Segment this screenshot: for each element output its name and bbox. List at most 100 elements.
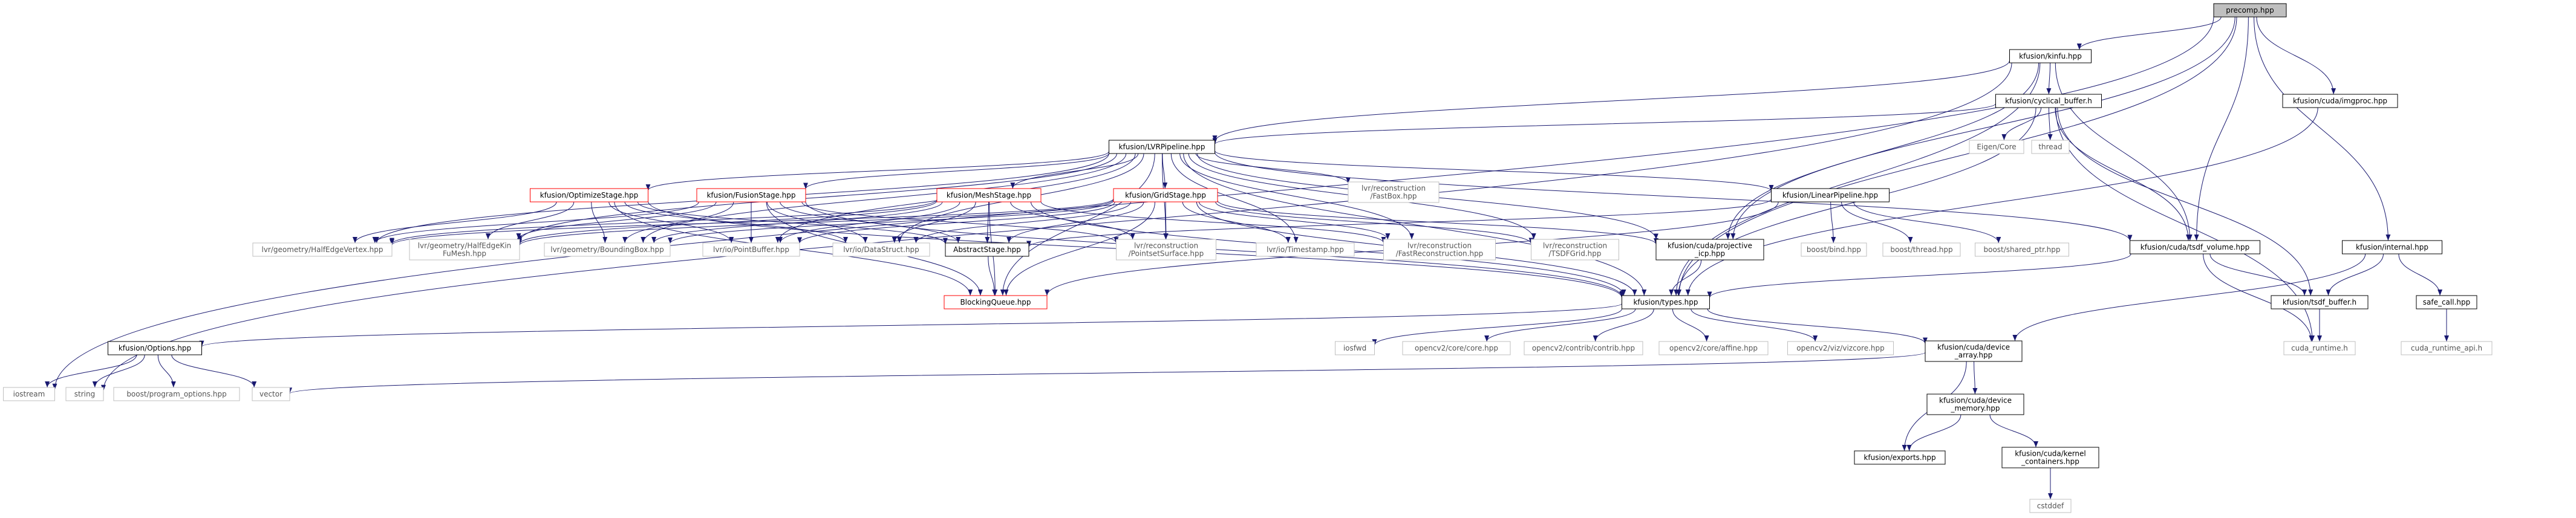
- node-label: vector: [259, 390, 282, 398]
- edge-gridstage-to-projicp: [1217, 200, 1658, 245]
- node-projicp[interactable]: kfusion/cuda/projective_icp.hpp: [1655, 239, 1764, 261]
- node-cyclical[interactable]: kfusion/cyclical_buffer.h: [1995, 94, 2102, 108]
- edge-precomp-to-iostream: [52, 16, 2214, 390]
- node-label: kfusion/cuda/tsdf_volume.hpp: [2141, 243, 2249, 251]
- edge-types-to-iosfwd: [1372, 308, 1622, 346]
- node-tsdfvol[interactable]: kfusion/cuda/tsdf_volume.hpp: [2130, 240, 2260, 254]
- node-devarray[interactable]: kfusion/cuda/device_array.hpp: [1925, 340, 2023, 362]
- edge-fusstage-to-bbox: [622, 201, 734, 244]
- edge-options-to-boostpo: [157, 354, 176, 388]
- node-label: kfusion/Options.hpp: [119, 344, 191, 352]
- node-label: lvr/io/DataStruct.hpp: [843, 245, 919, 254]
- node-kernelc[interactable]: kfusion/cuda/kernel_containers.hpp: [2001, 447, 2099, 468]
- node-boostpo: boost/program_options.hpp: [113, 387, 240, 401]
- node-timestamp: lvr/io/Timestamp.hpp: [1256, 242, 1355, 257]
- edge-devarray-to-vector: [287, 352, 1926, 394]
- edge-optstage-to-halfvertex: [352, 201, 557, 244]
- edge-internal-to-safecall: [2398, 253, 2443, 296]
- edge-optstage-to-pointbuf: [608, 201, 734, 244]
- edge-kinfu-to-types: [1674, 62, 2041, 296]
- node-cvaffine: opencv2/core/affine.hpp: [1658, 341, 1769, 355]
- node-label: lvr/geometry/HalfEdgeVertex.hpp: [262, 245, 383, 254]
- edge-lvrpipe-to-halfmesh: [517, 153, 1117, 242]
- node-label: /PointsetSurface.hpp: [1129, 250, 1204, 258]
- node-options[interactable]: kfusion/Options.hpp: [108, 341, 202, 355]
- node-box: [2031, 140, 2070, 154]
- edge-tsdfvol-to-tsdfbuf: [2209, 253, 2307, 296]
- node-label: iosfwd: [1343, 344, 1366, 352]
- node-vector: vector: [252, 387, 290, 401]
- node-box: [2009, 49, 2092, 63]
- node-box: [409, 239, 520, 261]
- edge-abstract-to-blocking: [988, 256, 997, 296]
- node-safecall[interactable]: safe_call.hpp: [2416, 295, 2477, 309]
- node-meshstage[interactable]: kfusion/MeshStage.hpp: [936, 188, 1042, 202]
- node-box: [1655, 239, 1764, 261]
- node-internal[interactable]: kfusion/internal.hpp: [2342, 240, 2442, 254]
- edge-projicp-to-types: [1669, 259, 1702, 296]
- node-exports[interactable]: kfusion/exports.hpp: [1854, 450, 1946, 465]
- node-box: [696, 188, 806, 202]
- node-imgproc[interactable]: kfusion/cuda/imgproc.hpp: [2282, 94, 2398, 108]
- node-label: iostream: [13, 390, 45, 398]
- node-box: [1995, 94, 2102, 108]
- edge-kinfu-to-lvrpipe: [1212, 60, 2010, 142]
- edge-types-to-options: [200, 303, 1622, 347]
- node-optstage[interactable]: kfusion/OptimizeStage.hpp: [530, 188, 648, 202]
- node-label: string: [74, 390, 95, 398]
- node-box: [1658, 341, 1769, 355]
- node-abstract[interactable]: AbstractStage.hpp: [945, 242, 1029, 257]
- node-bbox: lvr/geometry/BoundingBox.hpp: [544, 242, 671, 257]
- node-box: [1622, 295, 1710, 309]
- edge-precomp-to-tsdfvol: [2194, 16, 2249, 241]
- edge-devarray-to-devmem: [1972, 361, 1978, 395]
- edge-lvrpipe-to-tsdfvol: [1215, 152, 2133, 241]
- node-cvcore: opencv2/core/core.hpp: [1402, 341, 1511, 355]
- node-label: precomp.hpp: [2226, 6, 2274, 15]
- node-linpipe[interactable]: kfusion/LinearPipeline.hpp: [1771, 188, 1890, 202]
- edge-tsdfvol-to-cudart: [2203, 253, 2314, 342]
- node-blocking[interactable]: BlockingQueue.hpp: [944, 295, 1048, 309]
- edge-types-to-devarray: [1707, 308, 1928, 344]
- edge-lvrpipe-to-linpipe: [1215, 150, 1774, 192]
- node-box: [945, 242, 1029, 257]
- node-label: boost/program_options.hpp: [126, 390, 226, 398]
- edge-gridstage-to-tsdfgrid: [1215, 201, 1534, 244]
- node-box: [1787, 341, 1894, 355]
- edge-cyclical-to-tsdfvol: [2055, 107, 2191, 241]
- node-label: kfusion/MeshStage.hpp: [947, 191, 1031, 199]
- edge-precomp-to-internal: [2254, 16, 2391, 241]
- node-label: opencv2/viz/vizcore.hpp: [1796, 344, 1884, 352]
- node-string: string: [65, 387, 104, 401]
- edge-kinfu-to-cyclical: [2046, 62, 2052, 95]
- edge-kinfu-to-string: [101, 62, 2012, 391]
- edge-cyclical-to-eigen: [2001, 107, 2042, 141]
- node-boostbind: boost/bind.hpp: [1801, 242, 1867, 257]
- node-types[interactable]: kfusion/types.hpp: [1622, 295, 1710, 309]
- node-label: _memory.hpp: [1950, 404, 2000, 413]
- edge-devmem-to-exports: [1906, 414, 1961, 452]
- node-label: kfusion/internal.hpp: [2356, 243, 2428, 251]
- node-box: [2271, 295, 2369, 309]
- node-precomp[interactable]: precomp.hpp: [2213, 3, 2287, 18]
- header-nodes: precomp.hpp kfusion/kinfu.hpp kfusion/cycl…: [3, 3, 2493, 513]
- node-box: [1882, 242, 1961, 257]
- edge-cyclical-to-thread: [2047, 107, 2053, 141]
- node-label: kfusion/cuda/projective: [1668, 242, 1752, 250]
- node-kinfu[interactable]: kfusion/kinfu.hpp: [2009, 49, 2092, 63]
- node-lvrpipe[interactable]: kfusion/LVRPipeline.hpp: [1109, 140, 1215, 154]
- edge-lvrpipe-to-bbox: [641, 153, 1127, 244]
- edge-lvrpipe-to-types: [1183, 153, 1647, 296]
- node-label: lvr/io/Timestamp.hpp: [1267, 245, 1344, 254]
- node-gridstage[interactable]: kfusion/GridStage.hpp: [1113, 188, 1218, 202]
- node-label: lvr/geometry/HalfEdgeKin: [418, 242, 512, 250]
- node-tsdfbuf[interactable]: kfusion/tsdf_buffer.h: [2271, 295, 2369, 309]
- edge-fusstage-to-halfmesh: [516, 201, 717, 240]
- node-devmem[interactable]: kfusion/cuda/device_memory.hpp: [1926, 393, 2024, 415]
- node-pointset: lvr/reconstruction/PointsetSurface.hpp: [1116, 239, 1216, 261]
- edge-options-to-iostream: [45, 354, 137, 388]
- node-cvcontrib: opencv2/contrib/contrib.hpp: [1524, 341, 1643, 355]
- node-cudart: cuda_runtime.h: [2283, 341, 2356, 355]
- node-fusstage[interactable]: kfusion/FusionStage.hpp: [696, 188, 806, 202]
